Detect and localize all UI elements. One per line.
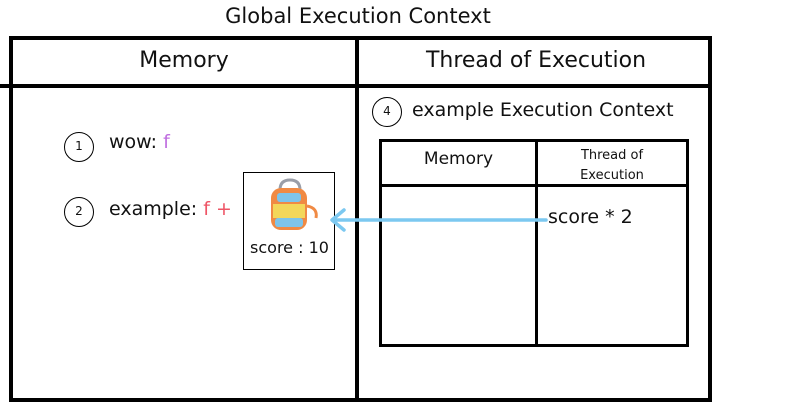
- example-header-divider: [379, 184, 689, 187]
- function-marker: f: [163, 131, 170, 153]
- example-thread-header-line2: Execution: [580, 168, 644, 183]
- memory-entry-name: wow:: [109, 131, 158, 153]
- example-column-divider: [535, 139, 538, 347]
- step-1-circle: 1: [64, 132, 94, 162]
- step-2-circle: 2: [64, 197, 94, 227]
- thread-expression: score * 2: [548, 206, 633, 228]
- diagram-title: Global Execution Context: [225, 4, 491, 28]
- memory-entry-example: example: f +: [109, 198, 232, 220]
- thread-header: Thread of Execution: [425, 48, 647, 73]
- example-memory-header: Memory: [423, 149, 494, 169]
- example-context-box: [379, 139, 689, 347]
- arrow-to-backpack: [330, 208, 548, 232]
- example-thread-header-line1: Thread of: [580, 148, 644, 163]
- global-header-divider: [0, 84, 708, 88]
- example-context-title: example Execution Context: [412, 99, 674, 121]
- memory-entry-name: example:: [109, 198, 198, 220]
- step-4-circle: 4: [372, 97, 402, 127]
- function-marker: f +: [203, 198, 232, 220]
- backpack-label: score : 10: [250, 238, 329, 257]
- example-thread-header: Thread of Execution: [538, 146, 686, 186]
- memory-entry-wow: wow: f: [109, 131, 170, 153]
- backpack-icon: [271, 178, 318, 230]
- memory-header: Memory: [139, 48, 229, 73]
- global-column-divider: [355, 36, 359, 398]
